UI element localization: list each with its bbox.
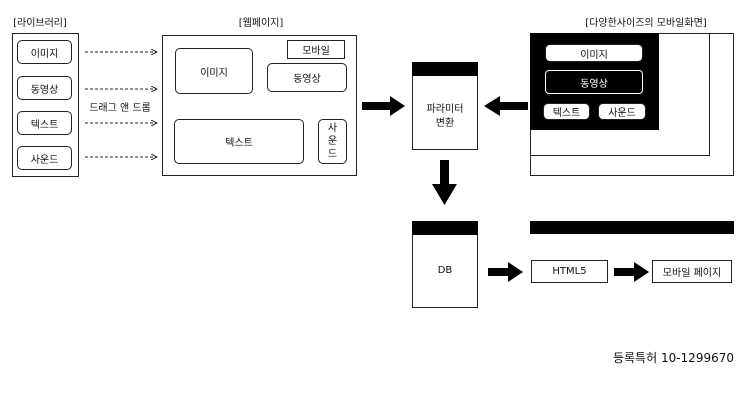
mobile-page-box: 모바일 페이지 [652,260,732,283]
db-label: DB [437,265,453,276]
webpage-title: [웹페이지] [238,18,284,29]
webpage-sound-box: 사운드 [318,119,347,164]
arrow-webpage-to-param [362,96,405,116]
db-header [412,221,478,235]
webpage-mobile-box: 모바일 [287,40,345,59]
library-item-video: 동영상 [17,76,72,100]
arrow-html5-to-mobile-page [614,262,649,282]
webpage-text-box: 텍스트 [174,119,304,164]
param-conversion-box [412,62,478,150]
library-title: [라이브러리] [13,18,67,29]
library-item-sound: 사운드 [17,146,72,170]
webpage-image-box: 이미지 [175,48,253,94]
webpage-video-box: 동영상 [267,63,347,92]
library-item-text: 텍스트 [17,111,72,135]
library-item-image: 이미지 [17,40,72,64]
arrow-param-to-db [432,160,457,205]
mobile-screens-title: [다양한사이즈의 모바일화면] [585,18,707,29]
mobile-video-box: 동영상 [545,70,643,94]
patent-number: 등록특허 10-1299670 [612,351,734,365]
mobile-text-box: 텍스트 [543,103,590,120]
drag-and-drop-label: 드래그 앤 드롭 [89,103,151,114]
mobile-sound-box: 사운드 [598,103,646,120]
param-conversion-label-2: 변환 [435,118,455,129]
arrow-db-to-html5 [488,262,523,282]
output-header-bar [530,221,734,234]
html5-box: HTML5 [531,260,608,283]
mobile-image-box: 이미지 [545,44,643,62]
arrow-mobile-to-param [484,96,528,116]
param-conversion-label-1: 파라미터 [426,104,464,115]
param-conversion-header [412,62,478,76]
